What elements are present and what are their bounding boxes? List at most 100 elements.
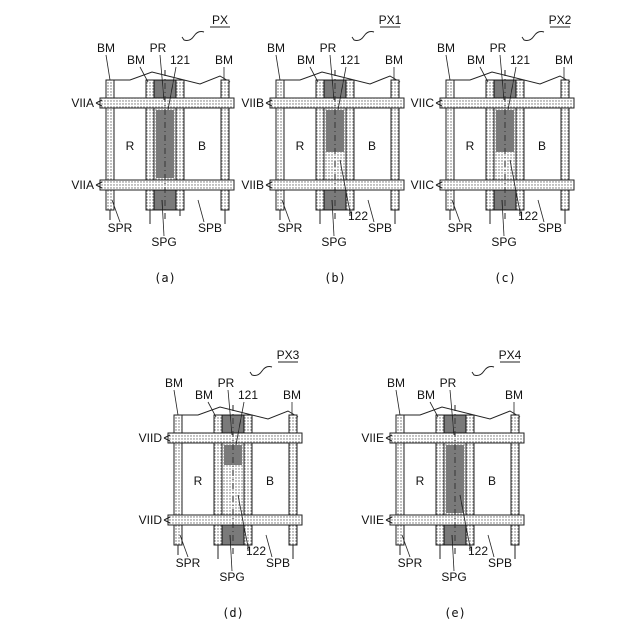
label-pr: PR — [490, 41, 507, 55]
section-marker-top: VIIE — [361, 431, 384, 445]
label-spb: SPB — [368, 221, 392, 235]
figure-title: PX3 — [277, 348, 300, 362]
cell-label-r: R — [194, 474, 203, 488]
label-bm-mid: BM — [127, 53, 145, 67]
section-marker-bottom: VIID — [139, 513, 163, 527]
leader-line — [310, 67, 318, 82]
figure-caption: (a) — [154, 271, 176, 285]
leader-line — [480, 67, 488, 82]
leader-line — [276, 55, 280, 80]
label-pr: PR — [440, 376, 457, 390]
label-121: 121 — [170, 53, 190, 67]
label-bm-left: BM — [267, 41, 285, 55]
label-spb: SPB — [488, 556, 512, 570]
leader-line — [402, 535, 410, 557]
label-bm-left: BM — [387, 376, 405, 390]
figure-panel: PX2RBVIICVIICBMBMPR121BMSPRSPGSPB122(c) — [411, 13, 574, 285]
figure-panel: PXRBVIIAVIIABMBMPR121BMSPRSPGSPB(a) — [71, 13, 234, 285]
squiggle-arrow — [352, 32, 374, 41]
leader-line — [430, 402, 438, 417]
leader-line — [208, 402, 216, 417]
leader-line — [282, 200, 290, 222]
figure-title: PX4 — [499, 348, 522, 362]
figure-panel: PX3RBVIIDVIIDBMBMPR121BMSPRSPGSPB122(d) — [139, 348, 302, 620]
label-bm-mid: BM — [417, 388, 435, 402]
squiggle-arrow — [472, 367, 494, 376]
section-marker-top: VIIC — [411, 96, 435, 110]
figure-caption: (d) — [222, 606, 244, 620]
cell-label-r: R — [296, 139, 305, 153]
leader-line — [112, 200, 120, 222]
bm-row-bottom — [270, 180, 404, 190]
label-121: 121 — [238, 388, 258, 402]
section-marker-top: VIID — [139, 431, 163, 445]
label-121: 121 — [510, 53, 530, 67]
bm-row-top — [270, 98, 404, 108]
label-spb: SPB — [198, 221, 222, 235]
leader-line — [446, 55, 450, 80]
figure-panel: PX1RBVIIBVIIBBMBMPR121BMSPRSPGSPB122(b) — [241, 13, 404, 285]
bm-row-top — [100, 98, 234, 108]
bm-row-bottom — [440, 180, 574, 190]
leader-line — [452, 200, 460, 222]
figure-caption: (b) — [324, 271, 346, 285]
label-122: 122 — [468, 544, 488, 558]
bm-row-top — [390, 433, 524, 443]
label-122: 122 — [348, 209, 368, 223]
cell-label-r: R — [416, 474, 425, 488]
label-bm-left: BM — [165, 376, 183, 390]
label-bm-right: BM — [385, 53, 403, 67]
label-bm-right: BM — [215, 53, 233, 67]
cell-label-r: R — [466, 139, 475, 153]
section-marker-top: VIIB — [241, 96, 264, 110]
label-bm-left: BM — [437, 41, 455, 55]
label-spr: SPR — [176, 556, 201, 570]
label-spr: SPR — [108, 221, 133, 235]
cell-label-r: R — [126, 139, 135, 153]
leader-line — [140, 67, 148, 82]
section-marker-bottom: VIIA — [71, 178, 94, 192]
label-bm-left: BM — [97, 41, 115, 55]
figure-caption: (c) — [494, 271, 516, 285]
label-122: 122 — [518, 209, 538, 223]
section-marker-bottom: VIIE — [361, 513, 384, 527]
label-spg: SPG — [321, 235, 346, 249]
figure-title: PX2 — [549, 13, 572, 27]
bm-row-bottom — [390, 515, 524, 525]
bm-row-bottom — [100, 180, 234, 190]
label-bm-mid: BM — [467, 53, 485, 67]
label-spg: SPG — [491, 235, 516, 249]
leader-line — [396, 390, 400, 415]
leader-line — [488, 535, 494, 557]
section-marker-top: VIIA — [71, 96, 94, 110]
label-spr: SPR — [278, 221, 303, 235]
leader-line — [180, 535, 188, 557]
leader-line — [174, 390, 178, 415]
leader-line — [368, 200, 374, 222]
squiggle-arrow — [522, 32, 544, 41]
label-spg: SPG — [151, 235, 176, 249]
cell-label-b: B — [538, 139, 546, 153]
cell-label-b: B — [488, 474, 496, 488]
label-pr: PR — [150, 41, 167, 55]
label-121: 121 — [340, 53, 360, 67]
label-spg: SPG — [219, 570, 244, 584]
figure-panel: PX4RBVIIEVIIEBMBMPRBMSPRSPGSPB122(e) — [361, 348, 524, 620]
squiggle-arrow — [250, 367, 272, 376]
leader-line — [198, 200, 204, 222]
bm-row-top — [168, 433, 302, 443]
label-bm-mid: BM — [195, 388, 213, 402]
label-122: 122 — [246, 544, 266, 558]
bm-row-top — [440, 98, 574, 108]
bm-row-bottom — [168, 515, 302, 525]
cell-label-b: B — [266, 474, 274, 488]
cell-label-b: B — [368, 139, 376, 153]
cell-label-b: B — [198, 139, 206, 153]
figure-title: PX1 — [379, 13, 402, 27]
figure-caption: (e) — [444, 606, 466, 620]
label-spb: SPB — [266, 556, 290, 570]
label-bm-right: BM — [283, 388, 301, 402]
label-spr: SPR — [448, 221, 473, 235]
leader-line — [266, 535, 272, 557]
